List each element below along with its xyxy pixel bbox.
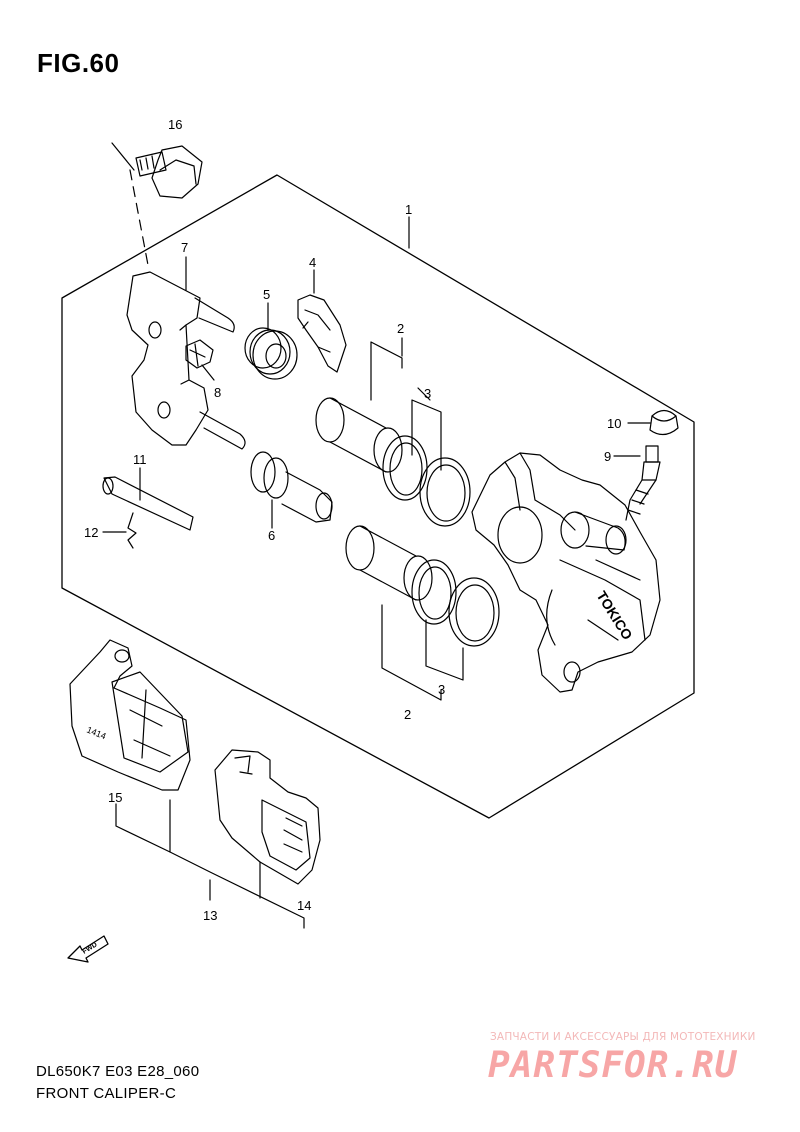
part-8-clip	[185, 339, 214, 369]
part-4-spring	[297, 294, 347, 373]
part-9-bleeder	[625, 445, 661, 521]
assembly-boundary	[61, 174, 695, 819]
part-12-clip	[127, 512, 137, 549]
watermark-site: PARTSFOR.RU	[488, 1045, 738, 1086]
callout-10: 10	[607, 416, 621, 431]
caliper-brand-mark: TOKICO	[593, 588, 635, 643]
fwd-arrow-icon	[67, 935, 109, 963]
callout-3-tick-upper	[417, 387, 431, 401]
part-3-seals-lower	[411, 559, 500, 647]
part-8-leader	[201, 364, 215, 381]
pad-marking: 1414	[85, 725, 107, 742]
part-2-piston-lower	[345, 525, 433, 601]
callout-3-upper: 3	[424, 386, 431, 401]
watermark-tagline: ЗАПЧАСТИ И АКСЕССУАРЫ ДЛЯ МОТОТЕХНИКИ	[490, 1031, 756, 1043]
figure-title: FIG.60	[37, 48, 120, 78]
callout-2-bracket-lower	[381, 604, 442, 701]
callout-15: 15	[108, 790, 122, 805]
part-2-piston-upper	[315, 397, 403, 473]
part-10-cap	[649, 409, 679, 436]
callout-13-bracket	[169, 851, 305, 929]
callout-7: 7	[181, 240, 188, 255]
callout-4: 4	[309, 255, 316, 270]
callout-2-lower: 2	[404, 707, 411, 722]
bolt-16-leader	[111, 142, 135, 171]
callout-3-bracket-upper	[411, 399, 442, 471]
callout-15-bracket	[115, 799, 171, 853]
part-15-pad-set	[69, 639, 191, 791]
callout-9: 9	[604, 449, 611, 464]
callout-5: 5	[263, 287, 270, 302]
section-name: FRONT CALIPER-C	[36, 1085, 177, 1102]
callout-2-upper: 2	[397, 321, 404, 336]
part-3-seals-upper	[382, 435, 471, 527]
callout-13: 13	[203, 908, 217, 923]
part-6-boot-pin	[250, 451, 333, 523]
caliper-body	[471, 452, 661, 693]
callout-3-bracket-lower	[425, 619, 464, 681]
callout-12: 12	[84, 525, 98, 540]
part-5-boot	[244, 327, 298, 380]
part-7-bracket	[126, 271, 246, 450]
callout-8: 8	[214, 385, 221, 400]
part-16-bolt	[135, 145, 203, 199]
part-11-pin	[102, 476, 194, 531]
callout-14: 14	[297, 898, 311, 913]
callout-3-lower: 3	[438, 682, 445, 697]
callout-1: 1	[405, 202, 412, 217]
callout-6: 6	[268, 528, 275, 543]
callout-2-bracket-upper	[370, 341, 403, 401]
part-14-pad	[214, 749, 321, 885]
callout-16: 16	[168, 117, 182, 132]
model-code: DL650K7 E03 E28_060	[36, 1063, 200, 1080]
callout-11: 11	[133, 452, 147, 467]
